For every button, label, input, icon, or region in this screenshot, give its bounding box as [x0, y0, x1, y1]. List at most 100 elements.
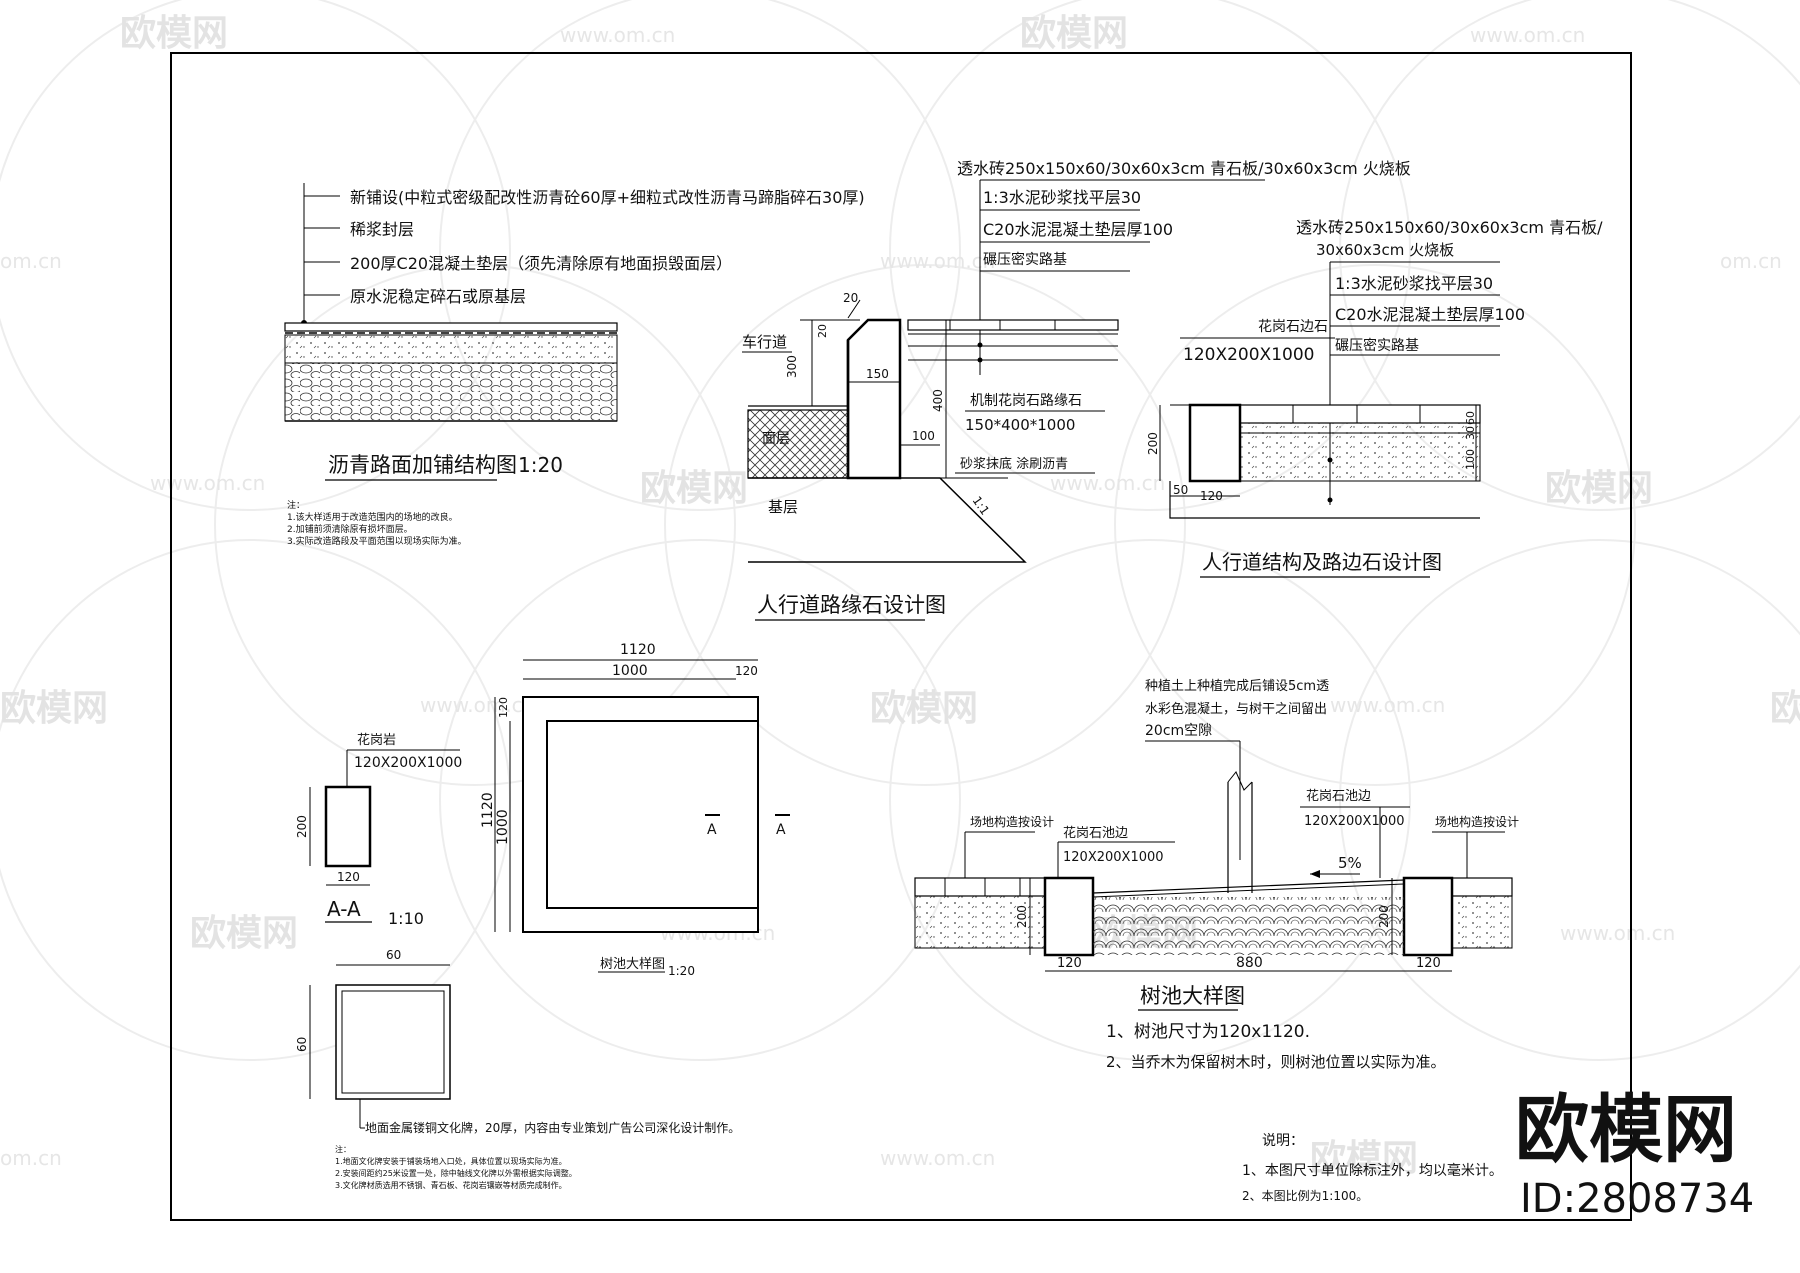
plaque-notes-heading: 注：: [335, 1144, 351, 1154]
plaque-note-3: 3.文化牌材质选用不锈钢、青石板、花岗岩镶嵌等材质完成制作。: [335, 1180, 567, 1190]
pit-side-1000: 1000: [495, 809, 511, 845]
curb-layer-2: 1:3水泥砂浆找平层30: [983, 188, 1141, 207]
left-stone-label: 花岗石池边: [1063, 825, 1128, 841]
note-2: 2、本图比例为1:100。: [1242, 1189, 1368, 1203]
curb-title: 人行道路缘石设计图: [757, 593, 946, 617]
svg-text:om.cn: om.cn: [1720, 249, 1782, 273]
pit-section: 种植土上种植完成后铺设5cm透 水彩色混凝土，与树干之间留出 20cm空隙 场地…: [914, 679, 1519, 1071]
span-dim-880: 880: [1236, 955, 1263, 971]
pit-note-2: 2、当乔木为保留树木时，则树池位置以实际为准。: [1106, 1053, 1446, 1071]
sidewalk-dim-200: 200: [1146, 432, 1160, 455]
sidewalk-dim-30: 30: [1464, 426, 1477, 440]
sidewalk-layer-1: 透水砖250x150x60/30x60x3cm 青石板/: [1296, 218, 1603, 237]
pit-note-1: 1、树池尺寸为120x1120.: [1106, 1022, 1310, 1042]
svg-text:www.om.cn: www.om.cn: [880, 1146, 995, 1170]
curb-dim-400: 400: [931, 389, 945, 412]
sidewalk-stone-size: 120X200X1000: [1183, 345, 1314, 365]
svg-text:欧模网: 欧模网: [1020, 13, 1128, 54]
svg-text:www.om.cn: www.om.cn: [1560, 921, 1675, 945]
pit-section-mark-1: A: [707, 822, 717, 838]
svg-text:欧模网: 欧模网: [120, 13, 228, 54]
note-1: 1、本图尺寸单位除标注外，均以毫米计。: [1242, 1162, 1503, 1179]
stone-size: 120X200X1000: [354, 755, 462, 771]
watermark-text: 欧模网 欧模网 www.om.cn www.om.cn 欧模网 欧模网 www.…: [0, 13, 1800, 1179]
right-link-label: 场地构造按设计: [1435, 814, 1519, 829]
left-dim-200: 200: [1015, 905, 1029, 928]
svg-text:欧模网: 欧模网: [870, 688, 978, 729]
sidewalk-dim-120: 120: [1200, 489, 1223, 503]
curb-layer-4: 碾压密实路基: [983, 251, 1067, 268]
curb-layer-3: C20水泥混凝土垫层厚100: [983, 220, 1173, 239]
plaque-note-1: 1.地面文化牌安装于铺装场地入口处，具体位置以现场实际为准。: [335, 1156, 567, 1166]
asphalt-scale: 1:20: [518, 453, 563, 477]
asphalt-layer-1: 新铺设(中粒式密级配改性沥青砼60厚+细粒式改性沥青马蹄脂碎石30厚): [350, 188, 865, 207]
curb-dim-150: 150: [866, 367, 889, 381]
curb-stone-label: 机制花岗石路缘石: [970, 393, 1082, 409]
curb-mortar: 砂浆抹底 涂刷沥青: [960, 456, 1068, 472]
svg-text:www.om.cn: www.om.cn: [560, 23, 675, 47]
svg-text:www.om.cn: www.om.cn: [150, 471, 265, 495]
plaque-dim-60: 60: [386, 948, 401, 962]
curb-slope: 1:1: [970, 494, 993, 518]
sidewalk-layer-2: 30x60x3cm 火烧板: [1316, 241, 1454, 259]
plaque-note-2: 2.安装间距约25米设置一处，除中轴线文化牌以外需根据实际调整。: [335, 1168, 577, 1178]
sidewalk-layer-4: C20水泥混凝土垫层厚100: [1335, 305, 1525, 324]
stone-label: 花岗岩: [357, 732, 396, 748]
stone-dim-200: 200: [295, 815, 309, 838]
sidewalk-detail: 透水砖250x150x60/30x60x3cm 青石板/ 30x60x3cm 火…: [1146, 218, 1603, 578]
svg-text:欧模网: 欧模网: [0, 688, 108, 729]
curb-dim-20: 20: [843, 291, 858, 305]
right-stone-label: 花岗石池边: [1306, 788, 1371, 804]
curb-dim-300: 300: [785, 355, 799, 378]
pit-dim-edge: 120: [735, 664, 758, 678]
watermark-background: [0, 0, 1800, 1061]
right-stone-size: 120X200X1000: [1304, 814, 1405, 829]
asphalt-layer-3: 200厚C20混凝土垫层（须先清除原有地面损毁面层）: [350, 254, 732, 273]
plaque-detail: 60 60 地面金属镂铜文化牌，20厚，内容由专业策划广告公司深化设计制作。 注…: [295, 948, 740, 1190]
svg-text:om.cn: om.cn: [0, 1146, 62, 1170]
asphalt-notes-heading: 注：: [287, 499, 305, 511]
right-dim-200: 200: [1377, 905, 1391, 928]
asphalt-detail: 新铺设(中粒式密级配改性沥青砼60厚+细粒式改性沥青马蹄脂碎石30厚) 稀浆封层…: [284, 183, 865, 547]
sidewalk-layer-5: 碾压密实路基: [1335, 337, 1419, 354]
plaque-callout: 地面金属镂铜文化牌，20厚，内容由专业策划广告公司深化设计制作。: [365, 1120, 740, 1135]
left-link-label: 场地构造按设计: [970, 814, 1054, 829]
svg-text:www.om.cn: www.om.cn: [1330, 693, 1445, 717]
brand-name: 欧模网: [1515, 1087, 1737, 1173]
pit-plan: 1120 1000 120 1120 1000 120 A A 树池大样图 1:…: [480, 642, 790, 978]
brand-id: ID:2808734: [1520, 1176, 1754, 1222]
svg-text:欧模网: 欧模网: [1770, 688, 1800, 729]
sidewalk-title: 人行道结构及路边石设计图: [1202, 550, 1442, 574]
notes-heading: 说明：: [1262, 1133, 1304, 1149]
section-scale: 1:10: [388, 909, 424, 928]
pit-side-1120: 1120: [480, 792, 496, 828]
pit-plan-title: 树池大样图: [600, 957, 665, 972]
slope-label: 5%: [1338, 854, 1362, 872]
svg-text:欧模网: 欧模网: [1545, 468, 1653, 509]
asphalt-layer-2: 稀浆封层: [350, 220, 414, 239]
svg-text:www.om.cn: www.om.cn: [420, 693, 535, 717]
curb-stone-size: 150*400*1000: [965, 416, 1075, 434]
curb-base: 基层: [768, 498, 798, 516]
asphalt-note-2: 2.加铺前须清除原有损坏面层。: [287, 523, 413, 535]
curb-carriageway: 车行道: [742, 333, 787, 351]
pit-dim-1000: 1000: [612, 663, 648, 679]
section-title: A-A: [327, 897, 361, 921]
svg-text:欧模网: 欧模网: [640, 468, 748, 509]
sidewalk-dim-100: 100: [1464, 449, 1477, 470]
curb-surface: 面层: [762, 431, 790, 447]
curb-layer-1: 透水砖250x150x60/30x60x3cm 青石板/30x60x3cm 火烧…: [957, 159, 1411, 178]
svg-text:欧模网: 欧模网: [190, 913, 298, 954]
plaque-dim-60v: 60: [295, 1037, 309, 1052]
stone-dim-120: 120: [337, 870, 360, 884]
svg-text:www.om.cn: www.om.cn: [1050, 471, 1165, 495]
asphalt-note-3: 3.实际改造路段及平面范围以现场实际为准。: [287, 535, 467, 547]
curb-detail: 透水砖250x150x60/30x60x3cm 青石板/30x60x3cm 火烧…: [742, 159, 1411, 621]
pit-plan-scale: 1:20: [668, 964, 695, 978]
asphalt-note-1: 1.该大样适用于改造范围内的场地的改良。: [287, 511, 458, 523]
general-notes: 说明： 1、本图尺寸单位除标注外，均以毫米计。 2、本图比例为1:100。: [1242, 1133, 1503, 1203]
right-dim-120: 120: [1416, 956, 1441, 971]
asphalt-title: 沥青路面加铺结构图: [328, 453, 517, 477]
left-stone-size: 120X200X1000: [1063, 850, 1164, 865]
